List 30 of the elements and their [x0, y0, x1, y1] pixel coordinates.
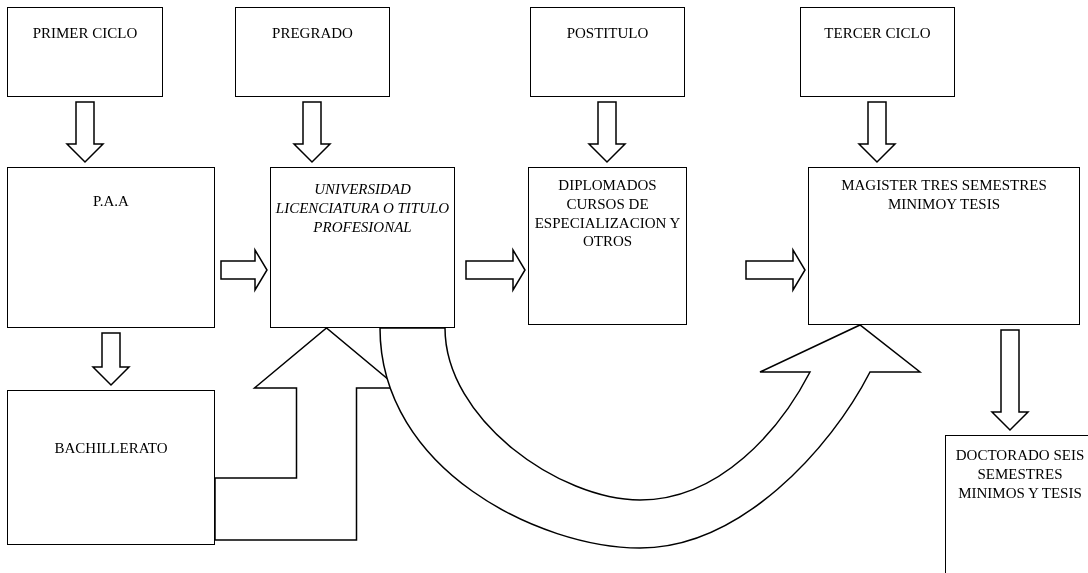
block-arrow	[292, 101, 332, 164]
block-arrow	[857, 101, 897, 164]
process-box	[945, 435, 1088, 573]
process-box	[7, 167, 215, 328]
process-box	[528, 167, 687, 325]
box-label: TERCER CICLO	[824, 24, 931, 43]
block-arrow	[990, 329, 1030, 432]
process-box	[530, 7, 685, 97]
box-label: DOCTORADO SEIS SEMESTRES MINIMOS Y TESIS	[954, 446, 1086, 503]
box-label: DIPLOMADOS CURSOS DE ESPECIALIZACION Y OTROS	[533, 176, 682, 251]
block-arrow	[587, 101, 627, 164]
process-box	[800, 7, 955, 97]
box-label: UNIVERSIDAD LICENCIATURA O TITULO PROFESIONAL	[275, 180, 450, 237]
box-label: P.A.A	[93, 192, 129, 211]
box-label: PREGRADO	[272, 24, 353, 43]
process-box	[270, 167, 455, 328]
process-box	[235, 7, 390, 97]
block-arrow	[65, 101, 105, 164]
block-arrow	[379, 324, 921, 549]
block-arrow	[465, 247, 526, 293]
box-label: PRIMER CICLO	[32, 24, 138, 43]
box-label: POSTITULO	[566, 24, 649, 43]
process-box	[7, 7, 163, 97]
box-label: MAGISTER TRES SEMESTRES MINIMOY TESIS	[840, 176, 1048, 214]
box-label: BACHILLERATO	[54, 439, 168, 458]
block-arrow	[220, 247, 268, 293]
block-arrow	[91, 332, 131, 387]
process-box	[808, 167, 1080, 325]
process-box	[7, 390, 215, 545]
block-arrow	[745, 247, 806, 293]
